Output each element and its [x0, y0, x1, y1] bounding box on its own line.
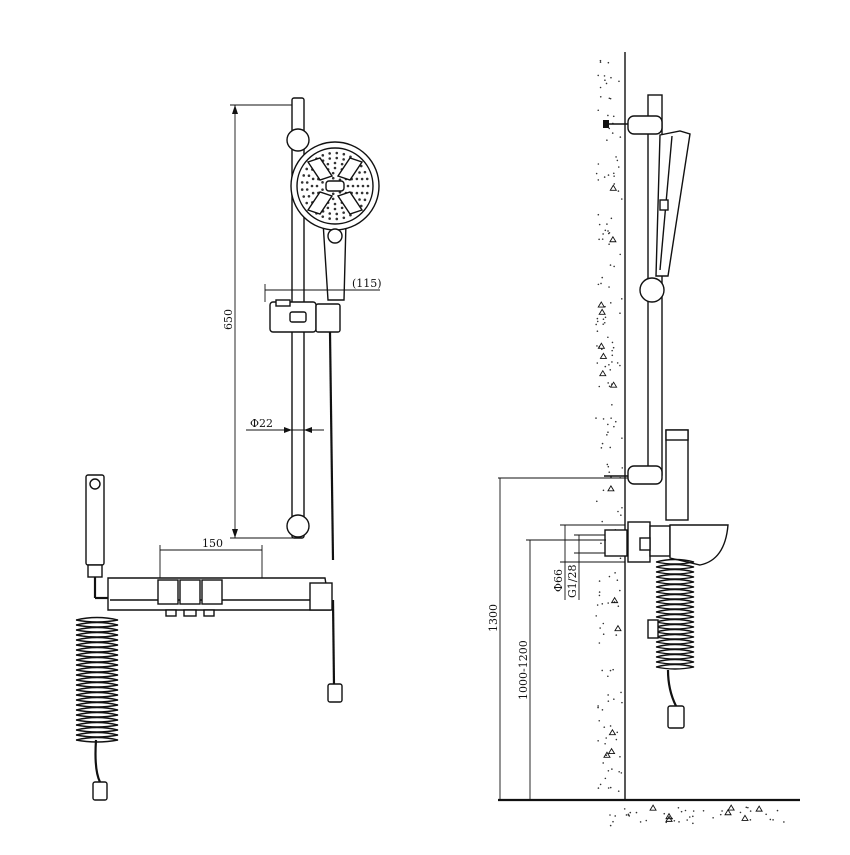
dim-650: 650	[222, 104, 295, 539]
dim-150-label: 150	[202, 537, 223, 550]
dim-g1-28: G1/28	[566, 534, 605, 600]
front-view: 650 (115)	[75, 97, 382, 801]
dim-phi66: Φ66	[552, 524, 625, 600]
dim-1000-1200-label: 1000-1200	[517, 640, 530, 700]
dim-phi66-label: Φ66	[552, 569, 565, 592]
mixer-body	[107, 577, 333, 617]
dim-150: 150	[159, 537, 263, 578]
side-mixer	[604, 521, 729, 566]
dim-phi22: Φ22	[246, 417, 324, 433]
main-hose	[327, 331, 343, 703]
small-handspray	[85, 474, 108, 600]
dim-115-label: (115)	[352, 277, 382, 290]
dim-1300-label: 1300	[487, 604, 500, 632]
hand-shower	[290, 141, 380, 301]
side-shower-head	[639, 130, 691, 303]
dim-phi22-label: Φ22	[250, 417, 273, 430]
dim-1000-1200: 1000-1200	[517, 539, 606, 800]
dim-650-label: 650	[222, 309, 235, 330]
dim-1300: 1300	[487, 477, 628, 800]
coiled-hose-right	[647, 558, 695, 729]
side-handspray	[665, 429, 689, 521]
coiled-hose-left	[75, 616, 119, 801]
wall	[498, 52, 800, 827]
dim-g1-28-label: G1/28	[566, 565, 579, 599]
side-view: 1300 1000-1200 Φ66 G1/28	[487, 52, 800, 827]
dim-115: (115)	[264, 277, 382, 302]
slider-bracket	[269, 299, 341, 333]
